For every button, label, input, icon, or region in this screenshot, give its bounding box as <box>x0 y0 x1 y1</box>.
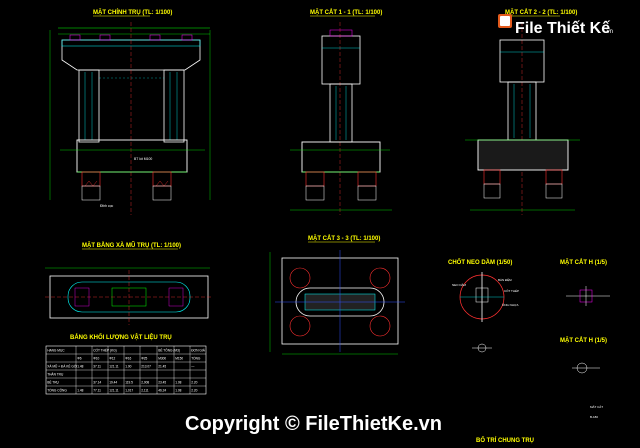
table-cell: 46.24 <box>158 388 166 392</box>
table-cell: TỔNG CỘNG <box>47 387 67 392</box>
table-cell: 1.08 <box>175 380 181 384</box>
logo-suffix: .vn <box>605 29 613 35</box>
table-cell: XÀ MŨ + ĐÁ KÊ GỐI <box>47 363 77 368</box>
legend-1: MẤT CẮT <box>590 404 603 409</box>
table-subheader-cell: Φ6 <box>77 356 82 360</box>
table-cell: THÂN TRỤ <box>47 372 64 376</box>
footer-watermark: Copyright © FileThietKe.vn <box>185 413 442 435</box>
table-cell: 1.48 <box>77 388 83 392</box>
section-3-3-view: MẶT CẮT 3 - 3 (TL: 1/100) <box>269 234 405 355</box>
section-h-1-title: MẶT CẮT H (1/5) <box>560 258 607 266</box>
table-cell: 19.44 <box>109 380 117 384</box>
front-elevation-view: MẶT CHÍNH TRỤ (TL: 1/100) BT lót M100 <box>49 8 211 215</box>
section-1-1-view: MẶT CẮT 1 - 1 (TL: 1/100) <box>290 8 392 215</box>
table-cell: 1.08 <box>175 388 181 392</box>
pin-detail-title: CHỐT NEO DẦM (1/50) <box>448 259 512 266</box>
footing-note: BT lót M100 <box>134 157 152 161</box>
section-2-2-view: MẶT CẮT 2 - 2 (TL: 1/100) <box>465 8 580 215</box>
site-logo: File Thiết Kế .vn <box>498 14 613 37</box>
table-subheader-cell: Φ10 <box>93 356 99 360</box>
table-cell: 23.45 <box>158 380 166 384</box>
table-subheader-cell: M150 <box>175 356 183 360</box>
table-cell: 21.45 <box>158 364 166 368</box>
table-cell: 2.20 <box>191 380 197 384</box>
table-header-cell: CỐT THÉP (KG) <box>93 347 117 352</box>
table-cell: 119.5 <box>125 380 133 384</box>
copyright-text: Copyright © FileThietKe.vn <box>185 413 442 435</box>
section-1-1-title: MẶT CẮT 1 - 1 (TL: 1/100) <box>310 8 382 16</box>
table-cell: 121.11 <box>109 388 119 392</box>
plan-view-title: MẶT BẰNG XÀ MŨ TRỤ (TL: 1/100) <box>82 241 181 249</box>
table-cell: 77.11 <box>93 388 101 392</box>
pin-note-1: NEO DẦM <box>452 283 467 287</box>
legend-2: B-180 <box>590 415 598 419</box>
material-quantity-table: BẢNG KHỐI LƯỢNG VẬT LIỆU TRỤ HẠNG MỤC CỐT… <box>45 333 207 395</box>
table-header-cell: HẠNG MỤC <box>47 348 65 352</box>
anchor-pin-detail: CHỐT NEO DẦM (1/50) NEO DẦM BẢN ĐỆM CỐT … <box>448 259 519 353</box>
section-h-2-title: MẶT CẮT H (1/5) <box>560 336 607 344</box>
table-subheader-cell: TỔNG <box>191 355 201 360</box>
table-subheader-cell: Φ12 <box>109 356 115 360</box>
pin-note-4: ỐNG NHỰA <box>502 302 519 307</box>
table-cell: 1,017 <box>125 388 133 392</box>
table-cell: 2.20 <box>191 388 197 392</box>
table-cell: 213.07 <box>141 364 151 368</box>
table-subheader-cell: Φ25 <box>141 356 147 360</box>
table-cell: 37.11 <box>93 364 101 368</box>
table-title: BẢNG KHỐI LƯỢNG VẬT LIỆU TRỤ <box>70 333 172 341</box>
table-cell: 37.14 <box>93 380 101 384</box>
table-cell: — <box>191 364 195 368</box>
front-view-title: MẶT CHÍNH TRỤ (TL: 1/100) <box>93 8 172 16</box>
table-cell: 121.11 <box>109 364 119 368</box>
pile-note: Đỉnh cọc <box>100 204 113 208</box>
section-3-3-title: MẶT CẮT 3 - 3 (TL: 1/100) <box>308 234 380 242</box>
pin-note-3: CỐT THÉP <box>504 288 519 293</box>
pin-note-2: BẢN ĐỆM <box>498 277 512 282</box>
table-subheader-cell: M300 <box>158 356 166 360</box>
logo-title: File Thiết Kế <box>515 20 610 37</box>
table-header-cell: ĐƠN GIÁ <box>191 348 206 352</box>
section-2-2-title: MẶT CẮT 2 - 2 (TL: 1/100) <box>505 8 577 16</box>
table-cell: 2,111 <box>141 388 149 392</box>
general-layout-caption: BỐ TRÍ CHUNG TRỤ <box>476 436 534 444</box>
table-subheader-cell: Φ16 <box>125 356 131 360</box>
table-cell: 1.48 <box>77 364 83 368</box>
table-cell: BỆ TRỤ <box>47 379 59 384</box>
table-cell: 2,008 <box>141 380 149 384</box>
section-h-details: MẶT CẮT H (1/5) MẶT CẮT H (1/5) MẤT CẮT … <box>476 258 610 444</box>
table-header-cell: BÊ TÔNG (M3) <box>158 347 180 352</box>
cap-beam-plan-view: MẶT BẰNG XÀ MŨ TRỤ (TL: 1/100) <box>45 241 212 325</box>
table-cell: 1.00 <box>125 364 131 368</box>
